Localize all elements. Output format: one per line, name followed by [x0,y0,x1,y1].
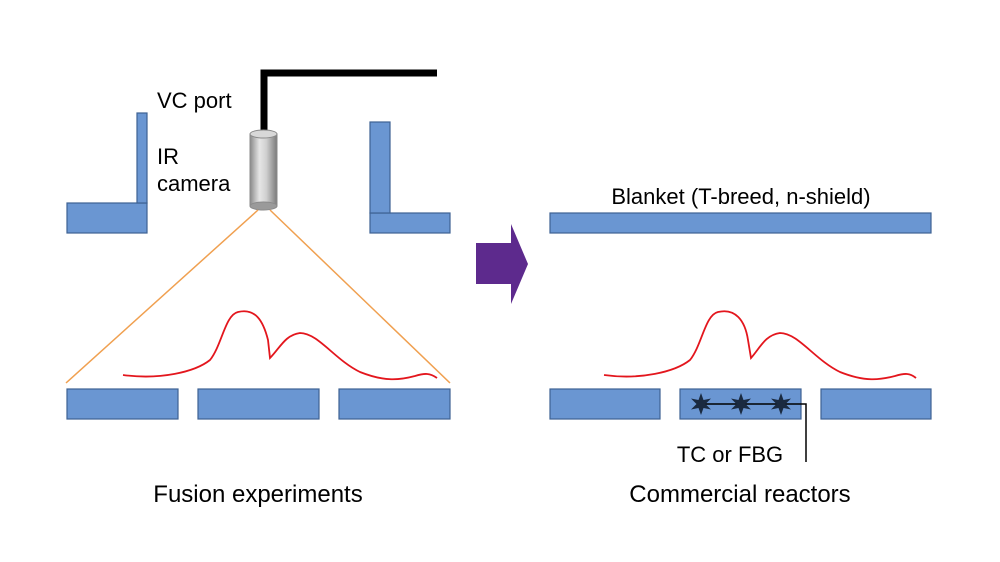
right-port-wall [369,121,451,234]
blanket-plate [549,212,932,234]
left-port-wall [66,112,148,234]
divertor-tile [338,388,451,420]
camera-view-line-left [65,209,259,384]
camera-view-line-right [269,209,451,384]
divertor-tile [197,388,320,420]
sensor-label: TC or FBG [677,442,783,467]
camera-cylinder-icon [249,129,278,211]
star-sensor-icon [731,393,751,415]
divertor-tile [66,388,179,420]
vc-port-label: VC port [157,88,232,113]
blanket-label: Blanket (T-breed, n-shield) [611,184,870,209]
star-sensor-icon [771,393,791,415]
vc-port-cable [260,69,437,131]
left-panel-caption: Fusion experiments [153,481,362,508]
right-arrow-icon [476,224,528,304]
star-sensor-icon [691,393,711,415]
heat-flux-profile-left [122,310,438,381]
divertor-tile [820,388,932,420]
right-panel-caption: Commercial reactors [629,481,850,508]
sensor-cable [700,403,807,462]
ir-camera-label-line2: camera [157,171,231,196]
divertor-tile [549,388,661,420]
ir-camera-label-line1: IR [157,144,179,169]
left-panel: VC port IR camera Fusion experiments [65,69,451,508]
right-panel: Blanket (T-breed, n-shield) TC or FBG Co… [549,184,932,508]
heat-flux-profile-right [603,310,917,381]
